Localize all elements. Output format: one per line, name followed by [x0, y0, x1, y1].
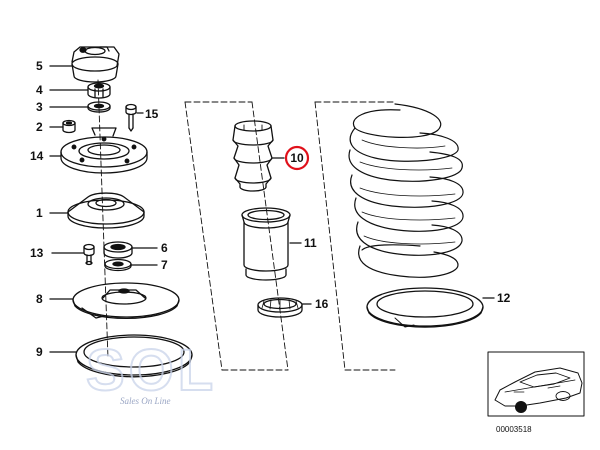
part-12-coil-spring: [348, 103, 464, 278]
callout-2: 2: [36, 120, 43, 134]
callout-5: 5: [36, 59, 43, 73]
callout-11: 11: [304, 236, 317, 250]
car-inset: [487, 351, 585, 417]
callout-6: 6: [161, 241, 168, 255]
part-7-washer: [104, 258, 132, 272]
watermark-tagline: Sales On Line: [120, 396, 171, 406]
right-frame: [314, 101, 396, 371]
callout-16: 16: [315, 297, 329, 311]
callout-12: 12: [497, 291, 511, 305]
callout-13: 13: [30, 246, 44, 260]
part-14-support-plate: [60, 127, 148, 174]
middle-frame: [184, 101, 289, 371]
part-4-nut: [87, 82, 111, 99]
part-16-ring: [257, 297, 303, 318]
callout-14: 14: [30, 149, 44, 163]
part-15-bolt: [125, 103, 137, 132]
part-5-strut-cap: [71, 46, 120, 83]
callout-15: 15: [145, 107, 159, 121]
watermark-logo: SOL: [86, 338, 217, 403]
callout-8: 8: [36, 292, 43, 306]
part-6-bearing: [103, 241, 133, 259]
left-centerline: [97, 79, 109, 359]
part-2-bushing: [62, 119, 76, 134]
part-12-spring-pad: [366, 287, 484, 328]
part-13-bolt: [83, 243, 95, 266]
part-1-spring-seat: [67, 192, 145, 229]
callout-10-highlight-ring: [284, 145, 310, 171]
part-10-bump-stop: [232, 120, 274, 192]
callout-7: 7: [161, 258, 168, 272]
callout-9: 9: [36, 345, 43, 359]
inset-wheel-marker: [515, 401, 527, 413]
callout-4: 4: [36, 83, 43, 97]
callout-10: 10: [290, 151, 304, 165]
callout-1: 1: [36, 206, 43, 220]
diagram-reference: 00003518: [496, 425, 532, 434]
part-8-lower-plate: [72, 282, 180, 319]
watermark: SOL Sales On Line: [85, 337, 217, 406]
part-9-isolator-pad: [75, 334, 193, 378]
part-11-dust-boot: [241, 207, 291, 281]
callout-3: 3: [36, 100, 43, 114]
part-3-washer: [87, 101, 111, 113]
